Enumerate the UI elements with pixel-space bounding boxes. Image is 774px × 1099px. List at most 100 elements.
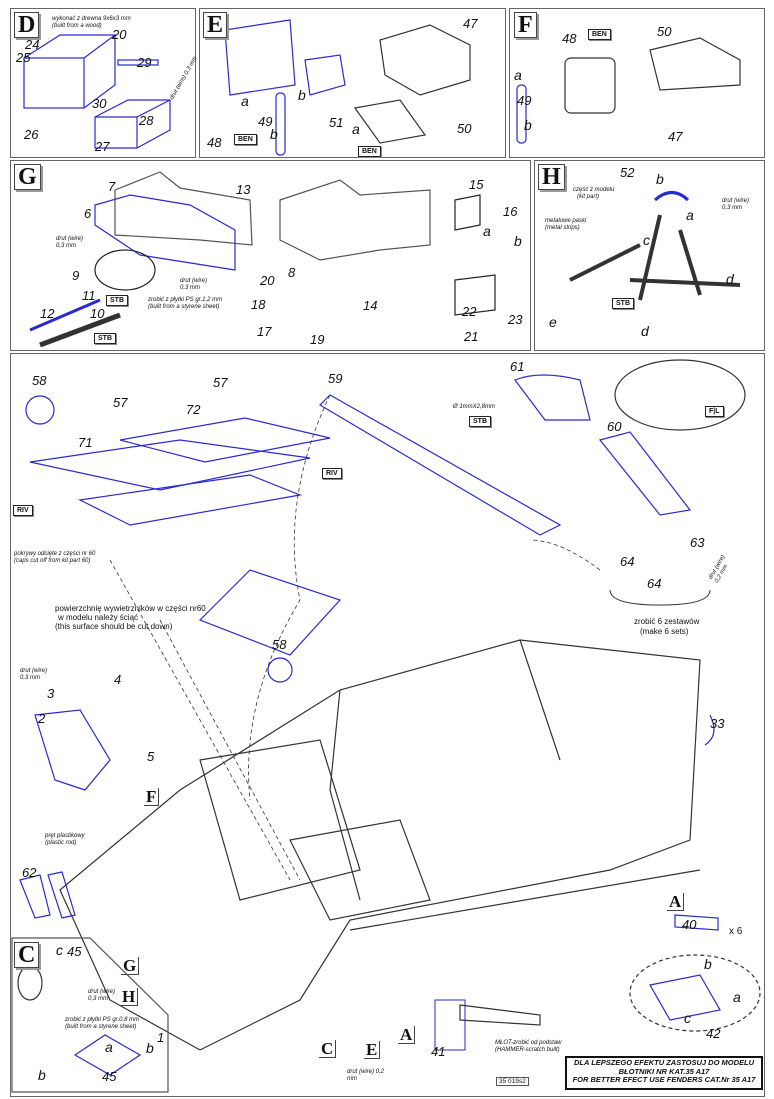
pin-note: Ø 1mmX2,8mm xyxy=(453,404,496,410)
part-label: 40 xyxy=(682,917,697,932)
part-label: 48 xyxy=(207,135,222,150)
part-label: 28 xyxy=(139,113,154,128)
ref-g: G xyxy=(121,957,140,975)
part-label: 2 xyxy=(38,711,46,726)
part-label: 27 xyxy=(95,139,110,154)
part-label: 71 xyxy=(78,435,93,450)
fender-note: DLA LEPSZEGO EFEKTU ZASTOSUJ DO MODELU B… xyxy=(565,1056,763,1090)
fender-note-line: FOR BETTER EFECT USE FENDERS CAT.Nr 35 A… xyxy=(572,1075,756,1084)
rod-note: pręt plastikowy xyxy=(45,833,85,839)
part-label: a xyxy=(686,207,694,223)
part-label: 57 xyxy=(113,395,128,410)
part-label: 63 xyxy=(690,535,705,550)
sets-note: zrobić 6 zestawów xyxy=(634,617,700,626)
part-label: b xyxy=(656,171,664,187)
stb-tag: STB xyxy=(106,295,128,306)
caps-note: pokrywy odcięte z części nr 60 xyxy=(14,551,96,557)
part-label: a xyxy=(352,121,360,137)
part-label: 29 xyxy=(137,55,152,70)
panel-f xyxy=(509,8,765,158)
ammo-box-part xyxy=(23,57,85,109)
part-label: 10 xyxy=(90,306,105,321)
section-c-label: C xyxy=(14,942,40,968)
fender-note-line: BŁOTNIKI NR KAT.35 A17 xyxy=(618,1067,710,1076)
part-label: 14 xyxy=(363,298,378,313)
panel-main xyxy=(10,353,765,1097)
part-label: 24 xyxy=(25,37,40,52)
part-label: a xyxy=(105,1039,113,1055)
part-label: c xyxy=(643,232,650,248)
part-label: b xyxy=(524,117,532,133)
sets-note-en: (make 6 sets) xyxy=(640,627,689,636)
cap-60 xyxy=(598,431,692,516)
ref-a: A xyxy=(667,893,685,911)
panel-h xyxy=(534,160,765,351)
part-label: 45 xyxy=(102,1069,117,1084)
fl-tag: F|L xyxy=(705,406,724,417)
part-label: 64 xyxy=(620,554,635,569)
part-label: 18 xyxy=(251,297,266,312)
styrene-note-en: (built from a styrene sheet) xyxy=(65,1024,137,1030)
part-label: 48 xyxy=(562,31,577,46)
hull xyxy=(59,639,701,1051)
part-label: 50 xyxy=(657,24,672,39)
part-label: 15 xyxy=(469,177,484,192)
surface-note: w modelu należy ściąć xyxy=(58,613,139,622)
wire-note: drut (wire) 0,3 mm xyxy=(88,989,116,1002)
ref-f: F xyxy=(144,788,160,806)
part-label: 51 xyxy=(329,115,344,130)
part-label: 21 xyxy=(464,329,479,344)
part-label: 3 xyxy=(47,686,55,701)
section-e-label: E xyxy=(203,12,228,38)
part-label: 1 xyxy=(157,1030,165,1045)
stb-tag: STB xyxy=(94,333,116,344)
part-label: a xyxy=(483,223,491,239)
panel-d xyxy=(10,8,196,158)
part-label: 72 xyxy=(186,402,201,417)
wire-note: drut (wire) 0,2 mm xyxy=(347,1069,385,1082)
part-label: b xyxy=(514,233,522,249)
part-label: 22 xyxy=(462,304,477,319)
part-label: 11 xyxy=(82,288,96,303)
part-label: a xyxy=(514,67,522,83)
wire-note: drut (wire) 0,3 mm xyxy=(180,278,208,291)
part-label: 59 xyxy=(328,371,343,386)
part-label: 57 xyxy=(213,375,228,390)
part-label: 13 xyxy=(236,182,251,197)
part-label: 47 xyxy=(668,129,683,144)
ben-tag: BEN xyxy=(358,146,381,157)
styrene-note: zrobić z płytki PS gr.1,2 mm xyxy=(148,297,223,303)
part-label: 58 xyxy=(32,373,47,388)
ref-e: E xyxy=(364,1041,381,1059)
grille-plate-71 xyxy=(29,439,311,491)
hammer-note-en: (HAMMER-scratch built) xyxy=(495,1047,560,1053)
part-label: 30 xyxy=(92,96,107,111)
part-label: 5 xyxy=(147,749,155,764)
part-label: d xyxy=(641,323,649,339)
wood-note-en: (built from a wood) xyxy=(52,23,102,29)
part-label: 19 xyxy=(310,332,325,347)
part-label: 7 xyxy=(108,179,116,194)
fender-strip-59 xyxy=(319,394,562,536)
part-label: 61 xyxy=(510,359,525,374)
part-label: a xyxy=(241,93,249,109)
wire-note: drut (wire) 0,3 mm xyxy=(56,236,84,249)
ref-h: H xyxy=(120,988,139,1006)
part-label: 45 xyxy=(67,944,82,959)
part-label: 50 xyxy=(457,121,472,136)
part-label: 58 xyxy=(272,637,287,652)
part-label: b xyxy=(146,1040,154,1056)
tray-part xyxy=(94,99,171,149)
hammer-note: MŁOT-zrobić od podstaw xyxy=(495,1040,562,1046)
part-label: c xyxy=(684,1010,691,1026)
part-label: 62 xyxy=(22,865,37,880)
part-label: 16 xyxy=(503,204,518,219)
times-label: x 6 xyxy=(729,926,743,937)
part-label: 33 xyxy=(710,716,725,731)
metal-note: metalowe paski xyxy=(545,218,587,224)
cap-61 xyxy=(514,374,591,421)
section-f-label: F xyxy=(514,12,537,38)
metal-note-en: (metal strips) xyxy=(545,225,580,231)
riv-tag: RIV xyxy=(13,505,33,516)
